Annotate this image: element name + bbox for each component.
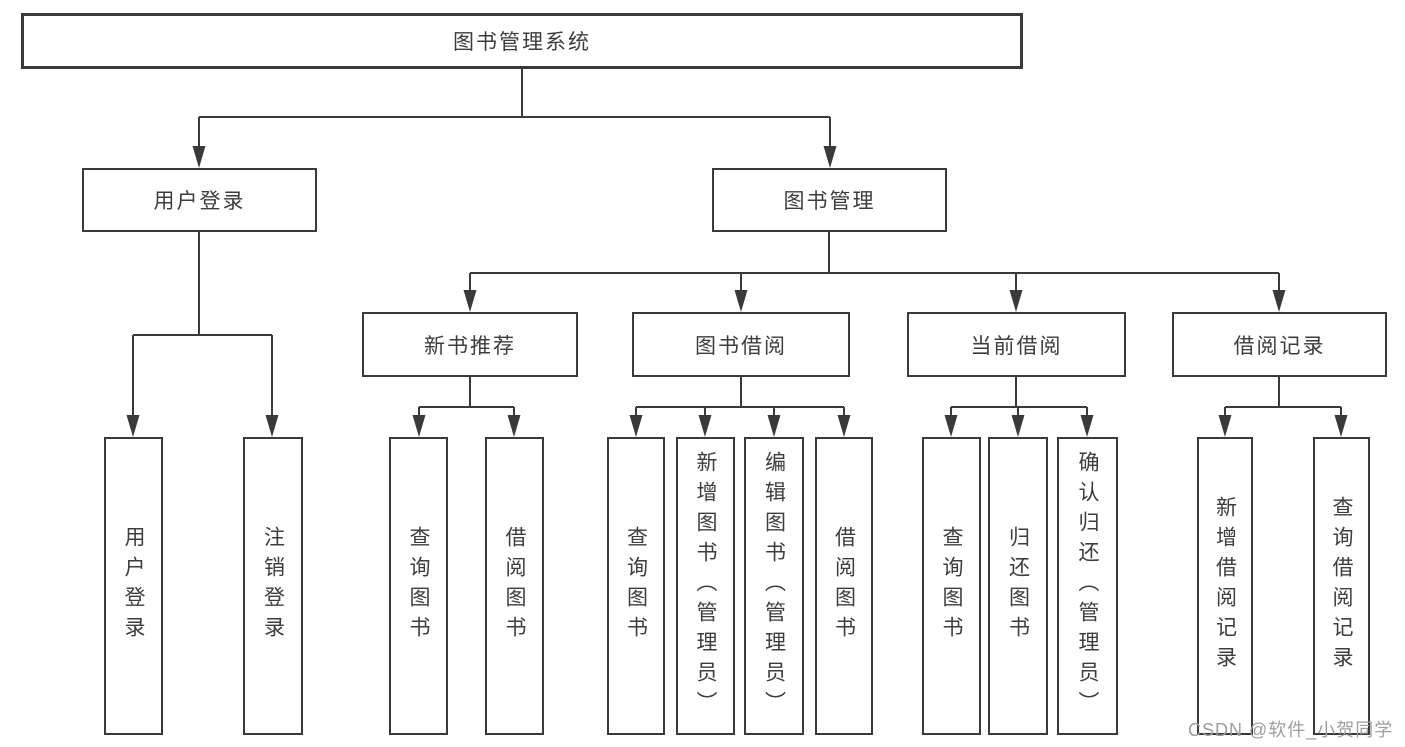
node-root-label: 图书管理系统 bbox=[453, 31, 591, 54]
leaf-edit-book-admin: 编辑图书（管理员） bbox=[744, 437, 804, 735]
node-root: 图书管理系统 bbox=[21, 13, 1023, 69]
leaf-return-books-label: 归还图书 bbox=[1006, 526, 1030, 646]
node-user-login-branch: 用户登录 bbox=[82, 168, 317, 232]
leaf-query-books-borrow-label: 查询图书 bbox=[624, 526, 648, 646]
node-book-borrow-label: 图书借阅 bbox=[695, 334, 787, 358]
csdn-watermark: CSDN @软件_小贺同学 bbox=[1188, 720, 1394, 740]
node-new-book-recommend: 新书推荐 bbox=[362, 312, 578, 377]
leaf-add-borrow-record: 新增借阅记录 bbox=[1197, 437, 1253, 735]
node-book-borrow: 图书借阅 bbox=[632, 312, 850, 377]
leaf-query-books-current: 查询图书 bbox=[922, 437, 981, 735]
leaf-borrow-books-recommend-label: 借阅图书 bbox=[503, 526, 526, 646]
leaf-logout: 注销登录 bbox=[243, 437, 303, 735]
leaf-query-books-borrow: 查询图书 bbox=[607, 437, 665, 735]
leaf-query-books-current-label: 查询图书 bbox=[940, 526, 963, 646]
node-new-book-recommend-label: 新书推荐 bbox=[424, 334, 516, 358]
leaf-query-books-recommend: 查询图书 bbox=[389, 437, 448, 735]
leaf-confirm-return-admin-label: 确认归还（管理员） bbox=[1076, 451, 1099, 721]
leaf-logout-label: 注销登录 bbox=[261, 526, 285, 646]
leaf-return-books: 归还图书 bbox=[988, 437, 1048, 735]
node-borrow-records-label: 借阅记录 bbox=[1233, 334, 1326, 358]
node-borrow-records: 借阅记录 bbox=[1172, 312, 1387, 377]
leaf-add-book-admin: 新增图书（管理员） bbox=[676, 437, 735, 735]
leaf-add-book-admin-label: 新增图书（管理员） bbox=[694, 451, 717, 721]
leaf-edit-book-admin-label: 编辑图书（管理员） bbox=[762, 451, 786, 721]
leaf-borrow-books-label: 借阅图书 bbox=[832, 526, 856, 646]
leaf-borrow-books: 借阅图书 bbox=[815, 437, 873, 735]
leaf-query-books-recommend-label: 查询图书 bbox=[407, 526, 430, 646]
leaf-user-login-label: 用户登录 bbox=[122, 526, 145, 646]
leaf-borrow-books-recommend: 借阅图书 bbox=[485, 437, 544, 735]
node-current-borrow: 当前借阅 bbox=[907, 312, 1126, 377]
leaf-query-borrow-record-label: 查询借阅记录 bbox=[1330, 496, 1353, 676]
node-current-borrow-label: 当前借阅 bbox=[970, 334, 1063, 358]
leaf-add-borrow-record-label: 新增借阅记录 bbox=[1213, 496, 1237, 676]
leaf-confirm-return-admin: 确认归还（管理员） bbox=[1057, 437, 1118, 735]
node-book-management-label: 图书管理 bbox=[783, 190, 876, 213]
node-book-management: 图书管理 bbox=[712, 168, 947, 232]
node-user-login-branch-label: 用户登录 bbox=[153, 190, 246, 213]
leaf-user-login: 用户登录 bbox=[104, 437, 163, 735]
leaf-query-borrow-record: 查询借阅记录 bbox=[1313, 437, 1370, 735]
